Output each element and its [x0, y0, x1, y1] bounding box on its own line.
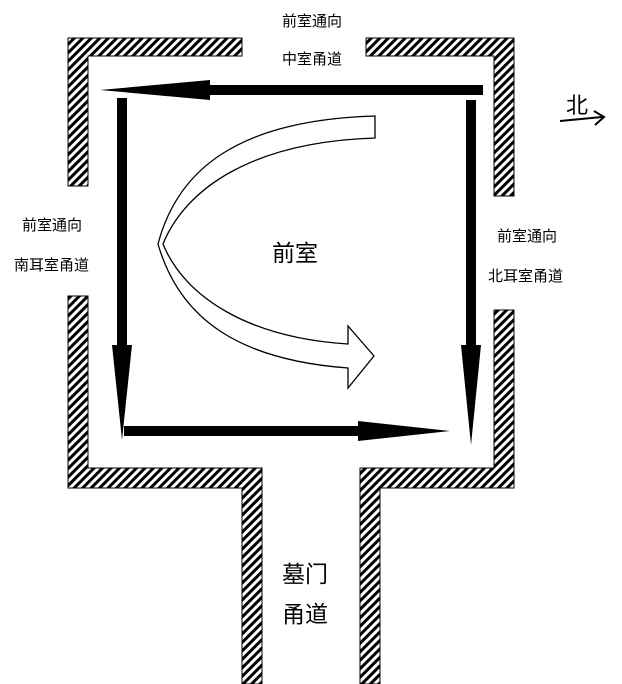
arrow-left-down [112, 345, 132, 440]
label-bottom-line2: 甬道 [282, 602, 328, 628]
arrow-right-down [461, 345, 481, 445]
label-bottom-line1: 墓门 [282, 562, 328, 588]
wall-bottom-right [359, 309, 515, 684]
wall-top-left [67, 37, 243, 187]
label-top-line2: 中室甬道 [282, 50, 343, 68]
wall-bottom-left [67, 295, 263, 684]
label-left-line2: 南耳室甬道 [14, 256, 90, 274]
label-top-line1: 前室通向 [282, 12, 343, 30]
label-center-chamber: 前室 [272, 241, 318, 267]
label-right-line1: 前室通向 [497, 227, 558, 245]
label-right-line2: 北耳室甬道 [488, 267, 564, 285]
label-north: 北 [566, 94, 589, 119]
label-left-line1: 前室通向 [22, 216, 83, 234]
curved-hollow-arrow [157, 115, 376, 390]
chamber-walls [67, 37, 515, 684]
arrow-bottom-right [358, 421, 450, 441]
path-arrows [100, 80, 483, 445]
wall-top-right [365, 37, 515, 197]
north-arrow-icon [559, 110, 606, 126]
arrow-top-left [100, 80, 210, 100]
